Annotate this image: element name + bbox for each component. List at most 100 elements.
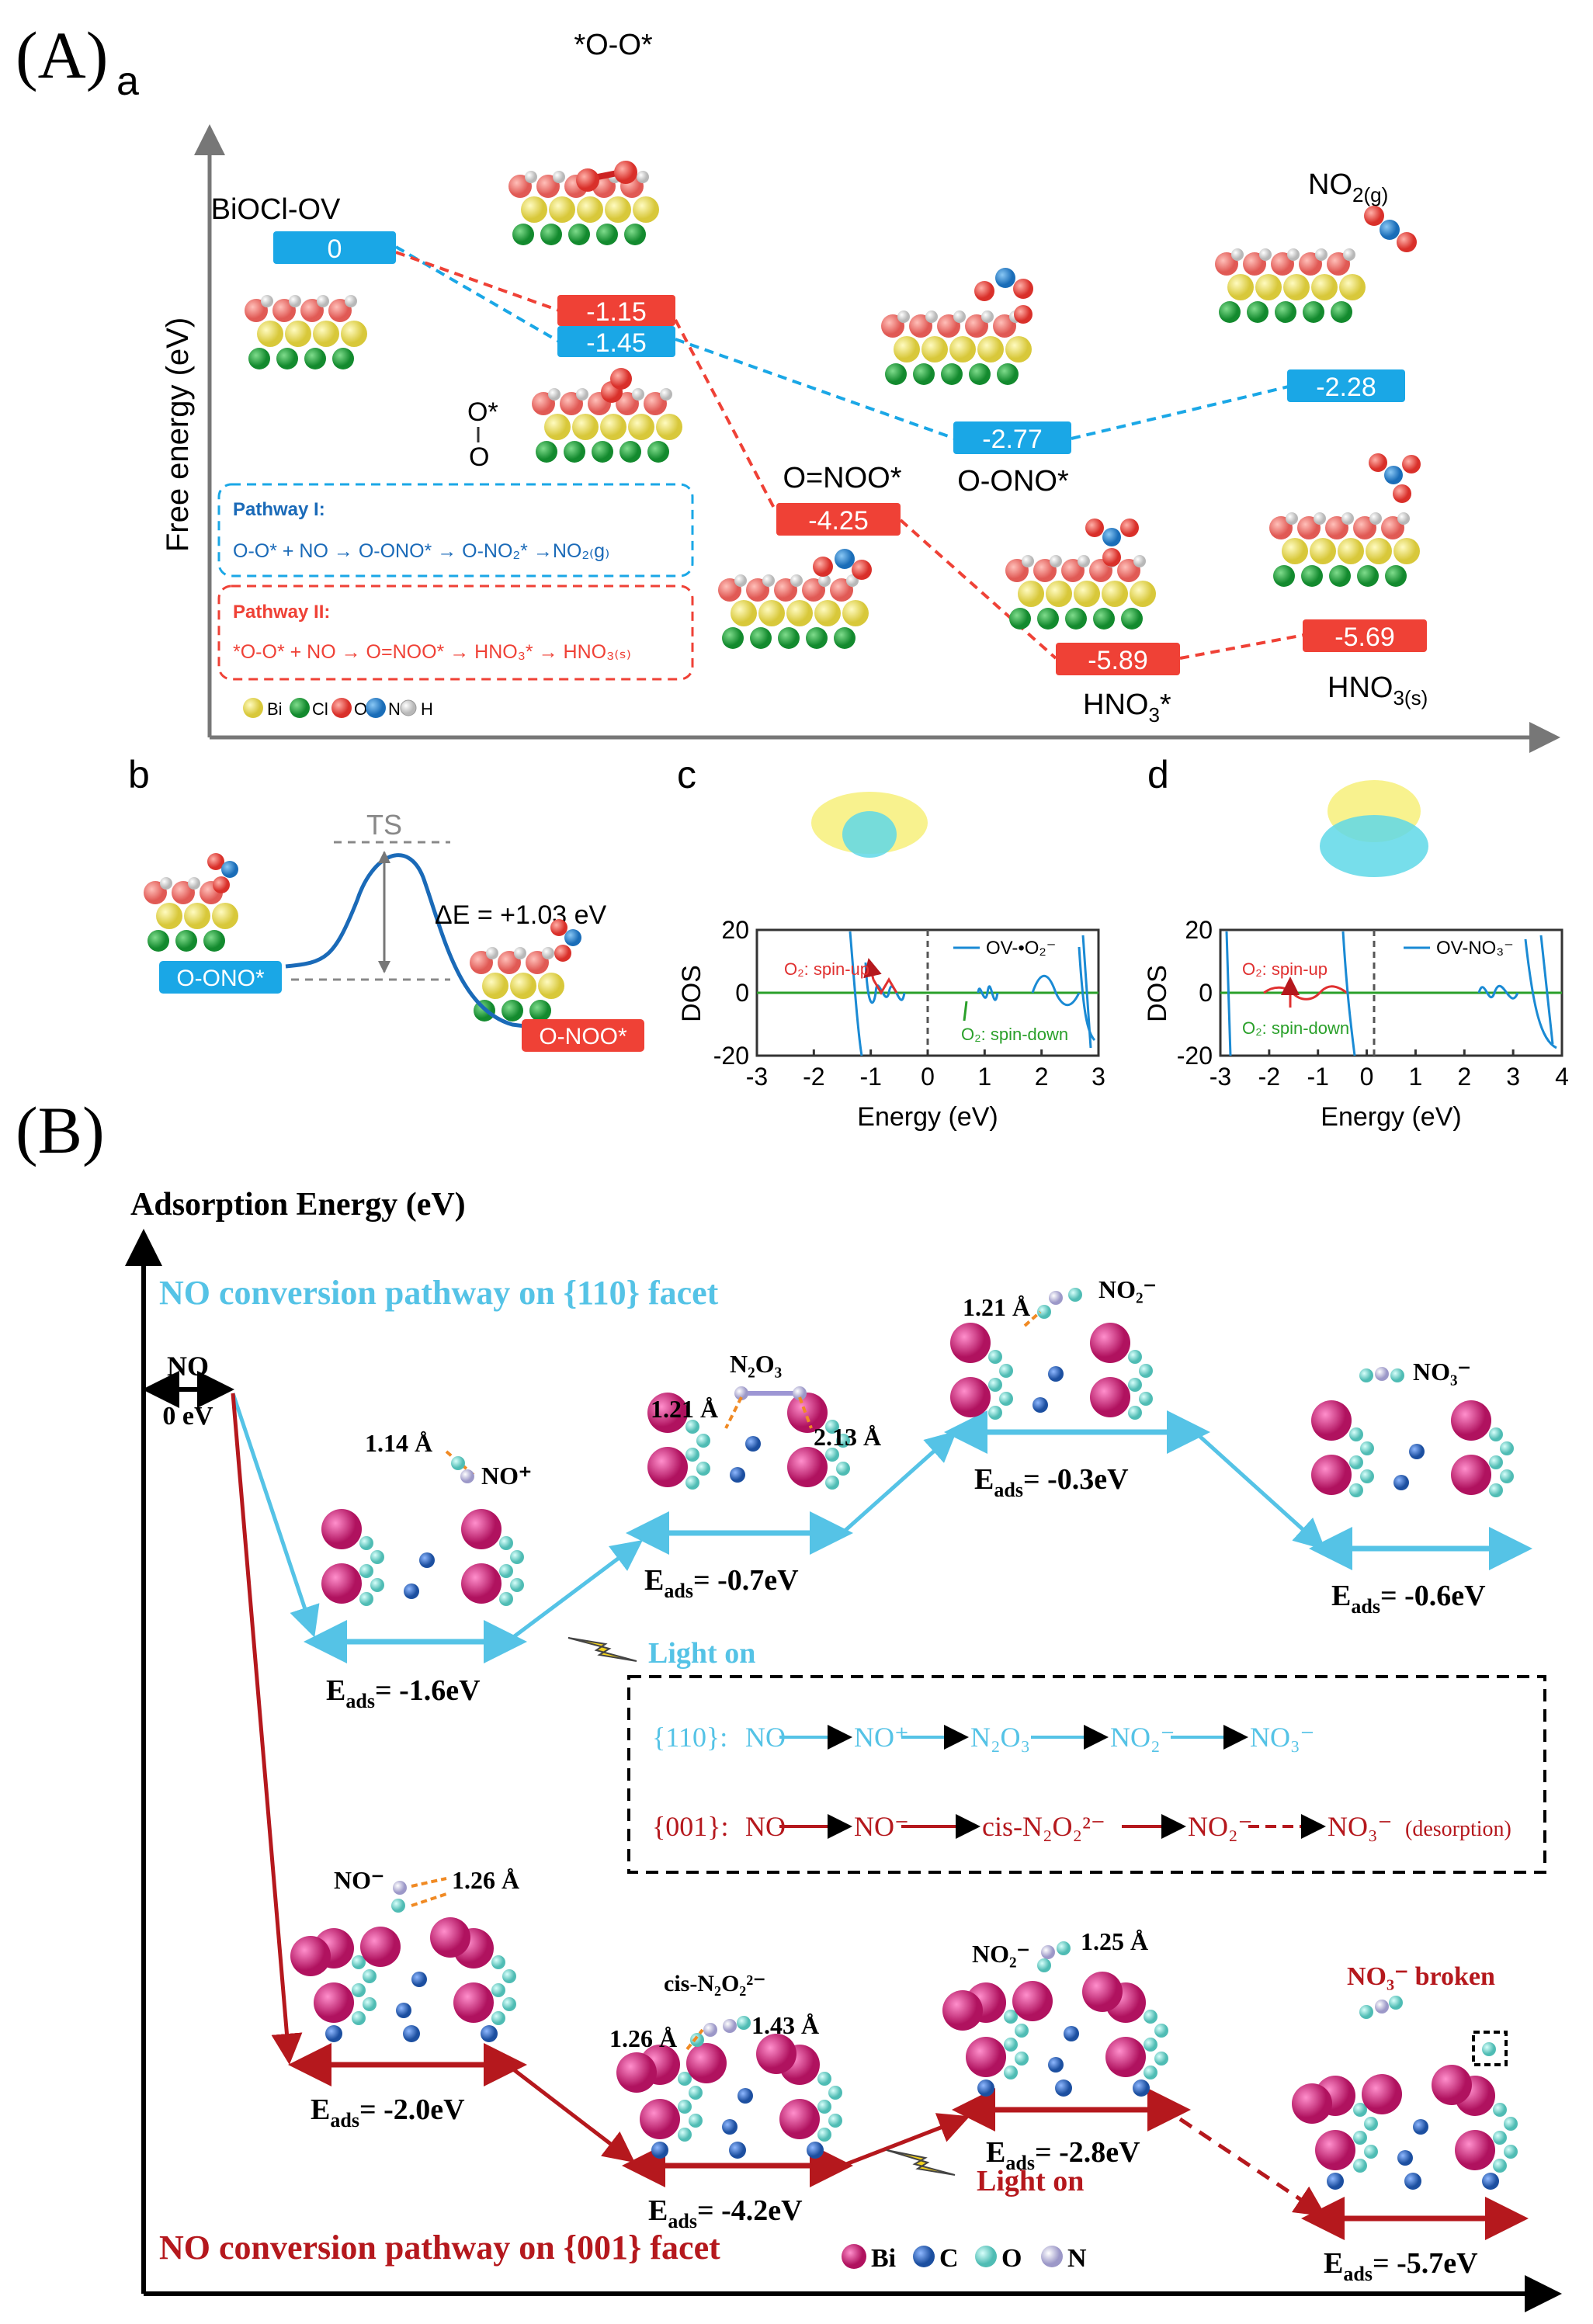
panel-d-structure — [1320, 780, 1428, 877]
legend-o-icon — [331, 698, 352, 718]
x-tick-label: -1 — [1307, 1063, 1328, 1091]
svg-text:1.43 Å: 1.43 Å — [751, 2011, 819, 2039]
svg-text:-1.45: -1.45 — [586, 328, 647, 358]
slab-structure — [1005, 555, 1156, 630]
legend-n-icon — [1041, 2246, 1063, 2267]
panel-b2-slab-structures — [290, 1323, 1518, 2190]
panel-c-xlabel: Energy (eV) — [857, 1102, 998, 1132]
y-tick-label: 20 — [721, 916, 749, 944]
scheme-prefix: {110}: — [652, 1722, 727, 1753]
slab-structure — [1215, 248, 1366, 323]
x-tick-label: -3 — [1210, 1063, 1231, 1091]
light-on-001: Light on — [886, 2149, 1084, 2197]
annot-001-3: NO₂⁻ 1.25 Å — [972, 1927, 1148, 1972]
energy-box-m569: -5.69 — [1303, 619, 1427, 652]
svg-text:NO⁺: NO⁺ — [481, 1462, 532, 1490]
panel-a-legend: Bi Cl O N H — [243, 698, 433, 719]
svg-text:N₂O₃: N₂O₃ — [730, 1350, 782, 1378]
svg-text:-5.89: -5.89 — [1088, 646, 1148, 675]
adsorbate-hno3-star — [1085, 519, 1139, 567]
eads-001-1: Eads= -2.0eV — [311, 2093, 465, 2131]
hno3-star-main: HNO — [1083, 689, 1148, 721]
svg-text:NO₃⁻ broken: NO₃⁻ broken — [1347, 1962, 1495, 1991]
y-tick-label: 20 — [1185, 916, 1213, 944]
x-tick-label: -3 — [746, 1063, 768, 1091]
legend-bi-icon — [842, 2244, 866, 2269]
start-no: NO — [167, 1351, 209, 1382]
path110-connectors — [231, 1393, 1326, 1639]
svg-text:O: O — [1001, 2244, 1022, 2273]
svg-text:0: 0 — [328, 234, 342, 264]
scheme-species: NO₃⁻ — [1250, 1722, 1315, 1753]
hno3-star-sub: 3 — [1148, 703, 1159, 727]
legend-c-icon — [913, 2246, 935, 2267]
slab-structure — [144, 877, 238, 952]
x-tick-label: 1 — [977, 1063, 991, 1091]
legend-cl-icon — [290, 698, 310, 718]
pathway2-box: Pathway II: *O-O* + NO → O=NOO* → HNO₃* … — [217, 584, 694, 681]
energy-box-m115: -1.15 — [557, 295, 675, 327]
lightning-icon — [886, 2149, 956, 2176]
svg-text:O: O — [354, 699, 367, 719]
x-tick-label: 2 — [1457, 1063, 1471, 1091]
svg-text:O-O* + NO → O-ONO* → O-NO₂* →N: O-O* + NO → O-ONO* → O-NO₂* →NO₂₍ɡ₎ — [233, 540, 609, 562]
hno3s-main: HNO — [1328, 671, 1393, 704]
slab-structure — [616, 2034, 842, 2159]
panel-a-y-label: Free energy (eV) — [161, 317, 195, 552]
y-tick-label: 0 — [1199, 979, 1213, 1007]
pathway1-connectors — [394, 245, 1289, 440]
label-hno3s: HNO3(s) — [1328, 671, 1428, 709]
eads-110-2: Eads= -0.7eV — [644, 1564, 799, 1602]
svg-text:-2.77: -2.77 — [982, 425, 1043, 454]
slab-structure — [1269, 512, 1420, 587]
slab-structure — [470, 947, 564, 1022]
panel-c-legend: OV-•O₂⁻ — [986, 938, 1056, 959]
scheme-species: NO⁻ — [854, 1811, 909, 1842]
slab-structure — [647, 1393, 850, 1490]
panel-a-label: (A) — [16, 18, 108, 92]
label-o-star-sub: O — [469, 442, 489, 472]
eads-110-1: Eads= -1.6eV — [326, 1674, 481, 1712]
svg-text:Light on: Light on — [977, 2165, 1084, 2197]
hno3s-sub: 3(s) — [1393, 686, 1428, 709]
svg-text:NO₂⁻: NO₂⁻ — [972, 1940, 1029, 1968]
svg-text:*O-O* + NO → O=NOO* → HNO₃* →: *O-O* + NO → O=NOO* → HNO₃* → HNO₃₍ₛ₎ — [233, 641, 631, 663]
x-tick-label: 0 — [921, 1063, 935, 1091]
energy-box-m228: -2.28 — [1287, 369, 1405, 402]
lightning-icon — [567, 1637, 637, 1662]
annot-110-4: NO₃⁻ — [1359, 1358, 1470, 1386]
panel-d-xlabel: Energy (eV) — [1321, 1102, 1461, 1132]
svg-text:Bi: Bi — [267, 699, 283, 719]
svg-text:1.21 Å: 1.21 Å — [963, 1293, 1030, 1321]
panel-c-label: c — [677, 753, 696, 796]
scheme-species: N₂O₃ — [970, 1722, 1030, 1753]
svg-text:H: H — [421, 699, 433, 719]
svg-text:N: N — [1067, 2244, 1087, 2273]
label-hno3-star: HNO3* — [1083, 689, 1171, 727]
ts-label: TS — [366, 809, 402, 841]
no2g-main: NO — [1308, 168, 1352, 201]
svg-text:1.26 Å: 1.26 Å — [452, 1866, 519, 1894]
svg-text:N: N — [388, 699, 401, 719]
scheme-species: cis-N₂O₂²⁻ — [982, 1811, 1105, 1842]
eads-001-3: Eads= -2.8eV — [986, 2136, 1140, 2174]
energy-box-0: 0 — [273, 231, 396, 264]
delta-e-label: ΔE = +1.03 eV — [435, 900, 607, 930]
pathway1-box: Pathway I: O-O* + NO → O-ONO* → O-NO₂* →… — [217, 483, 694, 578]
eads-001-4: Eads= -5.7eV — [1324, 2247, 1478, 2285]
panel-c-ylabel: DOS — [677, 965, 706, 1022]
scheme-species: NO⁺ — [854, 1722, 909, 1753]
scheme-species: NO — [745, 1811, 786, 1842]
svg-text:O-ONO*: O-ONO* — [176, 966, 265, 991]
label-o-o: *O-O* — [574, 29, 653, 61]
slab-structure — [1292, 2065, 1518, 2190]
panel-b2-legend: Bi C O N — [842, 2244, 1087, 2273]
annot-110-2: N₂O₃ 1.21 Å 2.13 Å — [651, 1350, 881, 1451]
y-tick-label: -20 — [1177, 1042, 1213, 1070]
panel-a-slab-structures — [144, 171, 1420, 1022]
adsorbate-hno3s — [1369, 453, 1421, 503]
eads-110-3: Eads= -0.3eV — [974, 1463, 1129, 1501]
